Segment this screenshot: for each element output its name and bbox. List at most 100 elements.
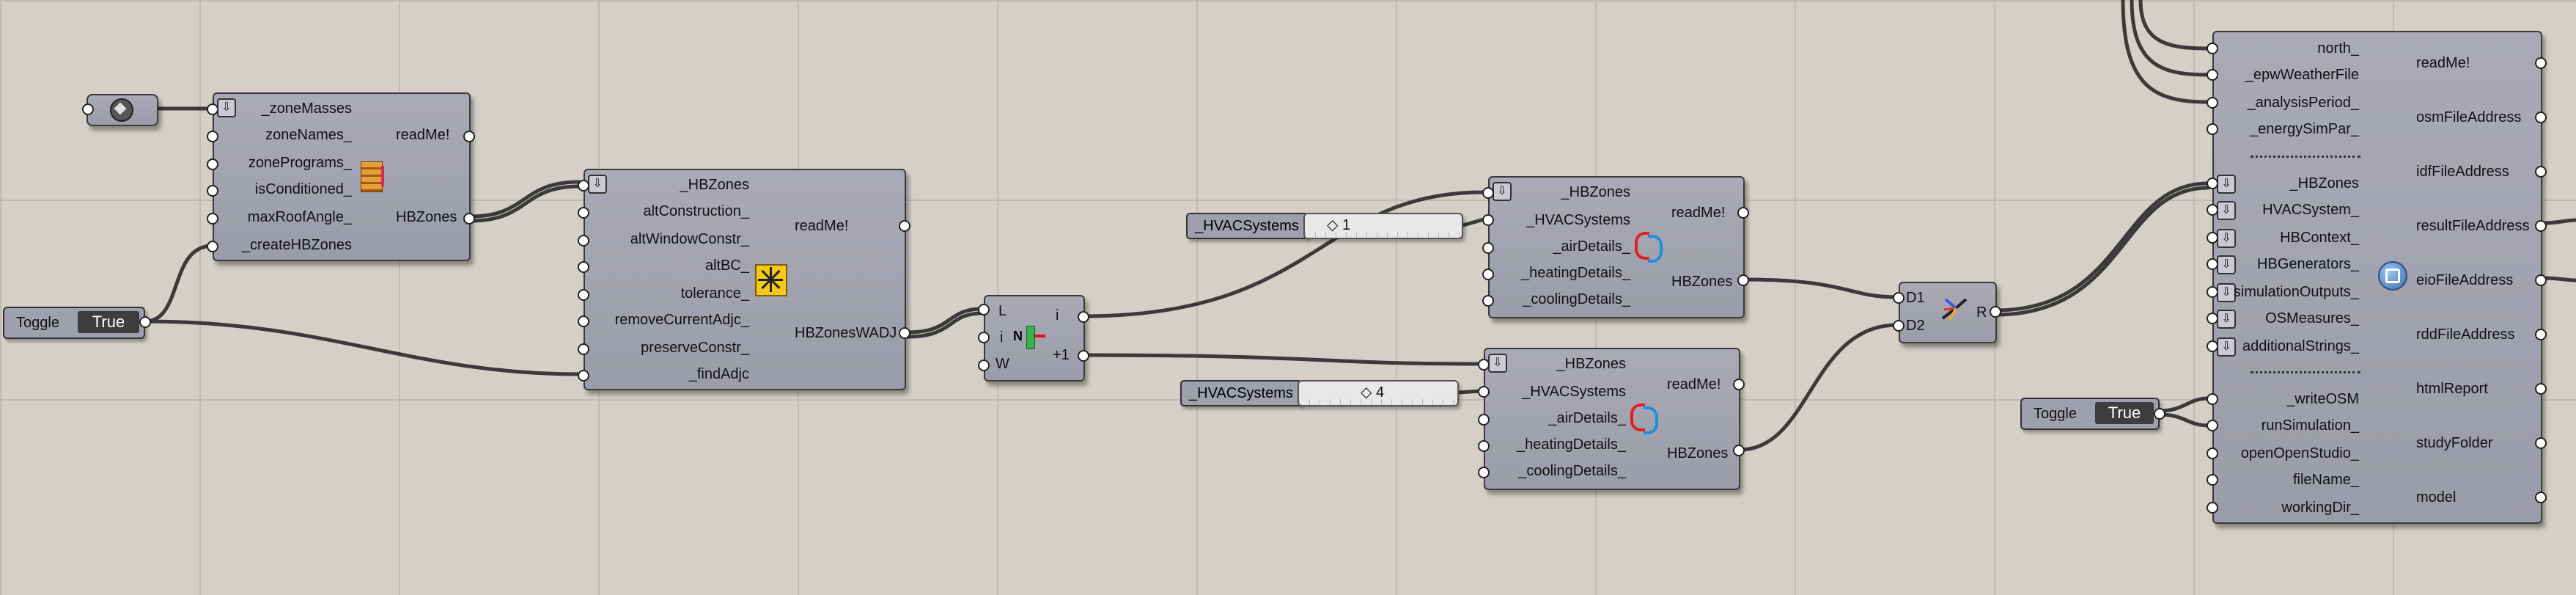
hvac-component-1[interactable]: ⇩ _HBZones _HVACSystems _airDetails_ _he… [1488, 176, 1745, 318]
input-grip[interactable] [1482, 187, 1494, 199]
input-label: L [998, 303, 1007, 319]
input-grip[interactable] [2207, 313, 2218, 324]
masses2zones-component[interactable]: ⇩ _zoneMasses zoneNames_ zonePrograms_ i… [213, 92, 471, 261]
input-grip[interactable] [1482, 242, 1494, 254]
input-grip[interactable] [978, 359, 990, 371]
graft-arrow-icon[interactable]: ⇩ [2217, 255, 2236, 274]
graft-arrow-icon[interactable]: ⇩ [2217, 310, 2236, 329]
input-grip[interactable] [2207, 178, 2218, 189]
input-grip[interactable] [1478, 440, 1490, 452]
output-grip[interactable] [899, 220, 910, 232]
output-grip[interactable] [2535, 437, 2547, 449]
graft-arrow-icon[interactable]: ⇩ [2217, 229, 2236, 248]
input-grip[interactable] [1478, 467, 1490, 478]
input-grip[interactable] [1893, 292, 1905, 304]
input-grip[interactable] [207, 131, 218, 142]
input-grip[interactable] [1893, 320, 1905, 332]
input-grip[interactable] [1478, 414, 1490, 426]
input-label: zoneNames_ [265, 127, 352, 143]
input-grip[interactable] [578, 289, 589, 301]
toggle-output-grip[interactable] [139, 316, 151, 328]
input-grip[interactable] [578, 370, 589, 382]
input-grip[interactable] [2207, 97, 2218, 109]
input-grip[interactable] [1482, 214, 1494, 226]
output-grip[interactable] [2535, 57, 2547, 69]
split-list-component[interactable]: L i W N i +1 [984, 295, 1085, 382]
input-grip[interactable] [578, 343, 589, 355]
hvac-component-2[interactable]: ⇩ _HBZones _HVACSystems _airDetails_ _he… [1484, 348, 1740, 490]
input-grip[interactable] [2207, 43, 2218, 54]
output-grip[interactable] [2535, 383, 2547, 395]
output-grip[interactable] [463, 213, 475, 225]
output-grip[interactable] [1737, 207, 1749, 219]
input-label: _analysisPeriod_ [2247, 95, 2359, 111]
input-grip[interactable] [978, 304, 990, 315]
output-grip[interactable] [1078, 350, 1089, 362]
input-grip[interactable] [1478, 386, 1490, 398]
geometry-param-input-grip[interactable] [82, 103, 94, 115]
input-grip[interactable] [2207, 340, 2218, 352]
input-label: runSimulation_ [2261, 417, 2359, 434]
output-grip[interactable] [463, 131, 475, 142]
output-grip[interactable] [1733, 445, 1745, 456]
output-grip[interactable] [2535, 112, 2547, 123]
graft-arrow-icon[interactable]: ⇩ [588, 175, 607, 194]
solve-adjacencies-component[interactable]: ⇩ _HBZones altConstruction_ altWindowCon… [584, 169, 906, 390]
input-grip[interactable] [207, 158, 218, 170]
input-grip[interactable] [2207, 69, 2218, 81]
input-grip[interactable] [2207, 204, 2218, 216]
input-grip[interactable] [2207, 286, 2218, 298]
merge-component[interactable]: D1 D2 R [1899, 282, 1997, 343]
output-grip[interactable] [2535, 166, 2547, 178]
input-grip[interactable] [207, 103, 218, 115]
input-grip[interactable] [578, 235, 589, 247]
input-grip[interactable] [207, 241, 218, 252]
output-grip[interactable] [2535, 274, 2547, 286]
input-grip[interactable] [2207, 502, 2218, 514]
input-grip[interactable] [2207, 474, 2218, 486]
export-to-openstudio-component[interactable]: north_ _epwWeatherFile _analysisPeriod_ … [2212, 31, 2542, 524]
geometry-param[interactable] [87, 94, 158, 126]
input-grip[interactable] [1482, 269, 1494, 280]
input-grip[interactable] [2207, 123, 2218, 135]
input-grip[interactable] [2207, 448, 2218, 459]
hvac-slider-2[interactable]: ◇ 4 [1298, 380, 1459, 406]
output-grip[interactable] [1990, 306, 2001, 318]
input-grip[interactable] [207, 213, 218, 225]
graft-arrow-icon[interactable]: ⇩ [2217, 175, 2236, 194]
graft-arrow-icon[interactable]: ⇩ [1488, 354, 1507, 373]
toggle-value[interactable]: True [78, 311, 139, 333]
output-grip[interactable] [1078, 311, 1089, 323]
toggle-value[interactable]: True [2095, 402, 2154, 424]
graft-arrow-icon[interactable]: ⇩ [1493, 182, 1512, 201]
input-grip[interactable] [578, 207, 589, 219]
toggle-output-grip[interactable] [2154, 408, 2165, 420]
hvac-slider-1-label[interactable]: _HVACSystems [1186, 213, 1308, 239]
output-grip[interactable] [899, 327, 910, 339]
input-grip[interactable] [1482, 295, 1494, 307]
hvac-slider-1[interactable]: ◇ 1 [1303, 213, 1463, 239]
input-grip[interactable] [978, 332, 990, 343]
input-grip[interactable] [578, 180, 589, 191]
output-grip[interactable] [2535, 329, 2547, 340]
input-grip[interactable] [2207, 232, 2218, 244]
graft-arrow-icon[interactable]: ⇩ [2217, 201, 2236, 220]
input-grip[interactable] [2207, 420, 2218, 431]
output-label: osmFileAddress [2416, 109, 2522, 125]
output-grip[interactable] [1733, 379, 1745, 390]
boolean-toggle-1[interactable]: Toggle True [3, 307, 145, 339]
hvac-slider-2-label[interactable]: _HVACSystems [1180, 380, 1302, 406]
output-grip[interactable] [1737, 274, 1749, 286]
input-grip[interactable] [1478, 359, 1490, 370]
boolean-toggle-2[interactable]: Toggle True [2020, 398, 2160, 430]
input-grip[interactable] [578, 261, 589, 273]
input-grip[interactable] [578, 315, 589, 327]
graft-arrow-icon[interactable]: ⇩ [2217, 337, 2236, 357]
graft-arrow-icon[interactable]: ⇩ [217, 98, 236, 117]
graft-arrow-icon[interactable]: ⇩ [2217, 283, 2236, 302]
input-grip[interactable] [2207, 258, 2218, 270]
input-grip[interactable] [207, 185, 218, 197]
output-grip[interactable] [2535, 492, 2547, 503]
output-grip[interactable] [2535, 220, 2547, 232]
input-grip[interactable] [2207, 393, 2218, 405]
